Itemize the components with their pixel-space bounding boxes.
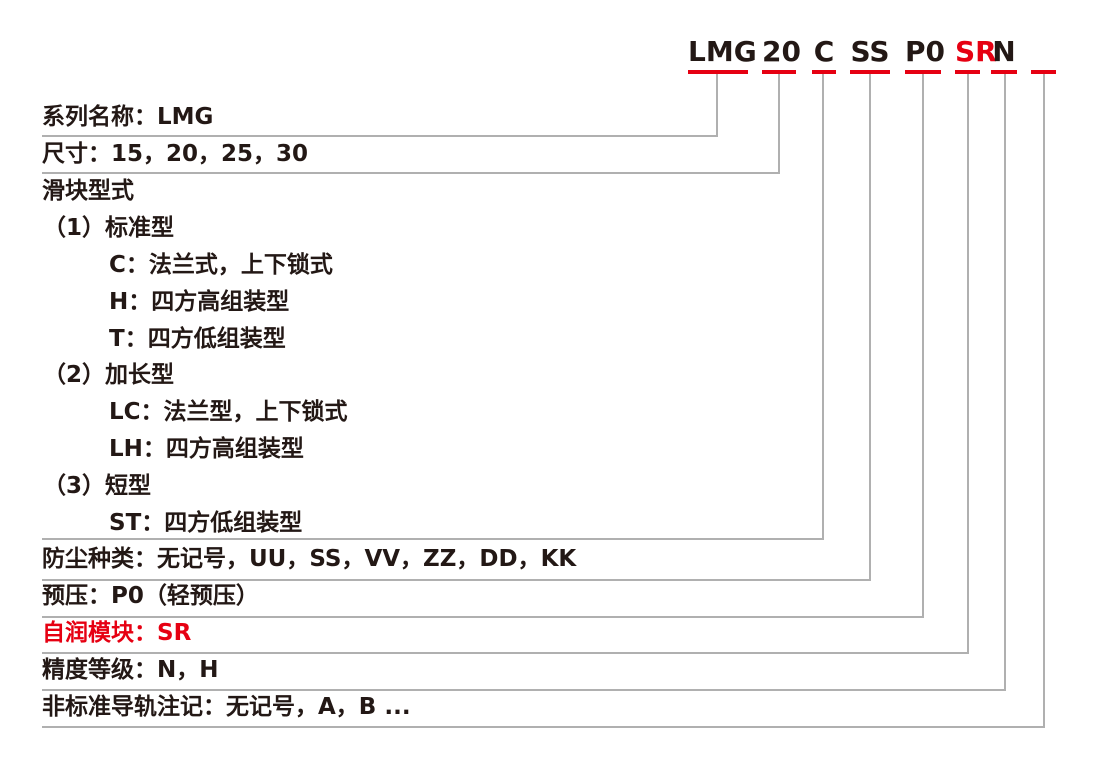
leader-hline-accuracy bbox=[42, 689, 1006, 691]
code-seg-block-type: C bbox=[812, 36, 836, 74]
row-preload: 预压：P0（轻预压） bbox=[42, 583, 259, 609]
leader-hline-self-lube bbox=[42, 652, 969, 654]
code-seg-accuracy: N bbox=[991, 36, 1017, 74]
code-dash-dust-proof bbox=[850, 70, 890, 74]
row-dust-proof: 防尘种类：无记号，UU，SS，VV，ZZ，DD，KK bbox=[42, 546, 577, 572]
row-type-lh: LH：四方高组装型 bbox=[109, 436, 304, 462]
code-seg-size: 20 bbox=[762, 35, 801, 74]
code-seg-block-type-text: C bbox=[813, 35, 835, 68]
leader-vline-preload bbox=[922, 74, 924, 618]
leader-vline-size bbox=[778, 74, 780, 174]
code-seg-size-text: 20 bbox=[762, 35, 801, 68]
code-seg-series-text: LMG bbox=[688, 35, 757, 68]
code-seg-preload: P0 bbox=[905, 35, 946, 74]
row-accuracy-grade: 精度等级：N，H bbox=[42, 657, 219, 683]
row-size: 尺寸：15，20，25，30 bbox=[42, 141, 309, 167]
code-seg-rail-note-text bbox=[1031, 36, 1056, 68]
row-type-c: C：法兰式，上下锁式 bbox=[109, 252, 333, 278]
code-seg-self-lube: SR bbox=[955, 35, 997, 74]
leader-hline-size bbox=[42, 172, 780, 174]
code-seg-preload-text: P0 bbox=[905, 35, 946, 68]
row-series-name: 系列名称：LMG bbox=[42, 104, 214, 130]
row-block-type-header: 滑块型式 bbox=[42, 178, 134, 204]
code-seg-dust-proof: SS bbox=[850, 36, 890, 74]
row-type-h: H：四方高组装型 bbox=[109, 289, 290, 315]
row-extended-type-header: （2）加长型 bbox=[43, 362, 175, 388]
code-seg-rail-note bbox=[1031, 36, 1056, 74]
row-self-lubrication: 自润模块：SR bbox=[42, 620, 192, 646]
leader-hline-preload bbox=[42, 616, 924, 618]
row-type-lc: LC：法兰型，上下锁式 bbox=[109, 399, 348, 425]
code-seg-series: LMG bbox=[688, 35, 757, 74]
code-dash-block-type bbox=[812, 70, 836, 74]
code-seg-dust-proof-text: SS bbox=[850, 35, 890, 68]
code-dash-series bbox=[688, 70, 748, 74]
row-type-st: ST：四方低组装型 bbox=[109, 510, 303, 536]
leader-vline-block-type bbox=[822, 74, 824, 540]
leader-hline-dust-proof bbox=[42, 579, 871, 581]
code-seg-self-lube-text: SR bbox=[955, 35, 997, 68]
leader-vline-series bbox=[716, 74, 718, 137]
row-short-type-header: （3）短型 bbox=[43, 473, 152, 499]
leader-hline-series bbox=[42, 135, 718, 137]
code-seg-accuracy-text: N bbox=[992, 35, 1016, 68]
row-non-standard-rail: 非标准导轨注记：无记号，A，B ... bbox=[42, 694, 411, 720]
code-dash-accuracy bbox=[991, 70, 1017, 74]
code-dash-size bbox=[762, 70, 796, 74]
leader-vline-dust-proof bbox=[869, 74, 871, 581]
code-dash-self-lube bbox=[955, 70, 980, 74]
row-type-t: T：四方低组装型 bbox=[109, 326, 286, 352]
leader-vline-self-lube bbox=[967, 74, 969, 654]
leader-hline-block-type bbox=[42, 538, 824, 540]
row-standard-type-header: （1）标准型 bbox=[43, 215, 175, 241]
code-dash-preload bbox=[905, 70, 941, 74]
code-dash-rail-note bbox=[1031, 70, 1056, 74]
leader-hline-rail-note bbox=[42, 726, 1045, 728]
leader-vline-accuracy bbox=[1004, 74, 1006, 691]
leader-vline-rail-note bbox=[1043, 74, 1045, 728]
